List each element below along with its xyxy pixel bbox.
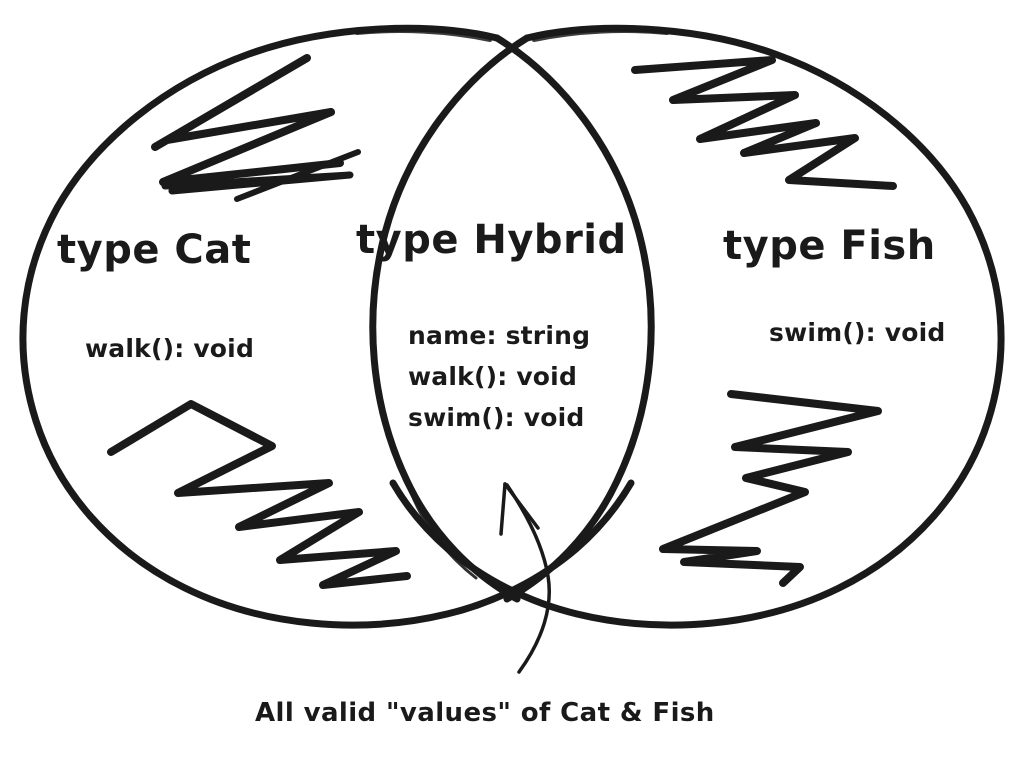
left-set-title: type Cat <box>57 227 251 273</box>
intersection-lens-group[interactable] <box>369 34 655 603</box>
center-member-2: swim(): void <box>408 403 585 432</box>
diagram-caption: All valid "values" of Cat & Fish <box>255 698 715 728</box>
left-circle-group[interactable] <box>19 24 635 629</box>
right-set-title: type Fish <box>723 223 936 269</box>
right-member-0: swim(): void <box>769 318 946 347</box>
callout-arrow-head <box>499 482 507 536</box>
center-set-title: type Hybrid <box>356 217 627 263</box>
right-circle-overstroke <box>532 29 669 42</box>
left-circle-overstroke <box>355 29 492 42</box>
callout-arrow-head-2 <box>503 482 540 530</box>
left-top-scribble <box>151 54 361 202</box>
lens-right-edge <box>493 34 655 603</box>
left-bottom-scribble <box>107 400 411 589</box>
left-circle-outline <box>19 24 635 629</box>
callout-arrow <box>499 482 551 674</box>
right-bottom-scribble <box>659 390 882 587</box>
left-member-0: walk(): void <box>85 334 254 363</box>
center-member-0: name: string <box>408 321 590 350</box>
lens-tail-flick <box>408 488 478 580</box>
right-top-scribble <box>631 56 897 190</box>
lens-left-edge <box>369 34 531 603</box>
callout-arrow-shaft <box>505 483 551 674</box>
center-member-1: walk(): void <box>408 362 577 391</box>
